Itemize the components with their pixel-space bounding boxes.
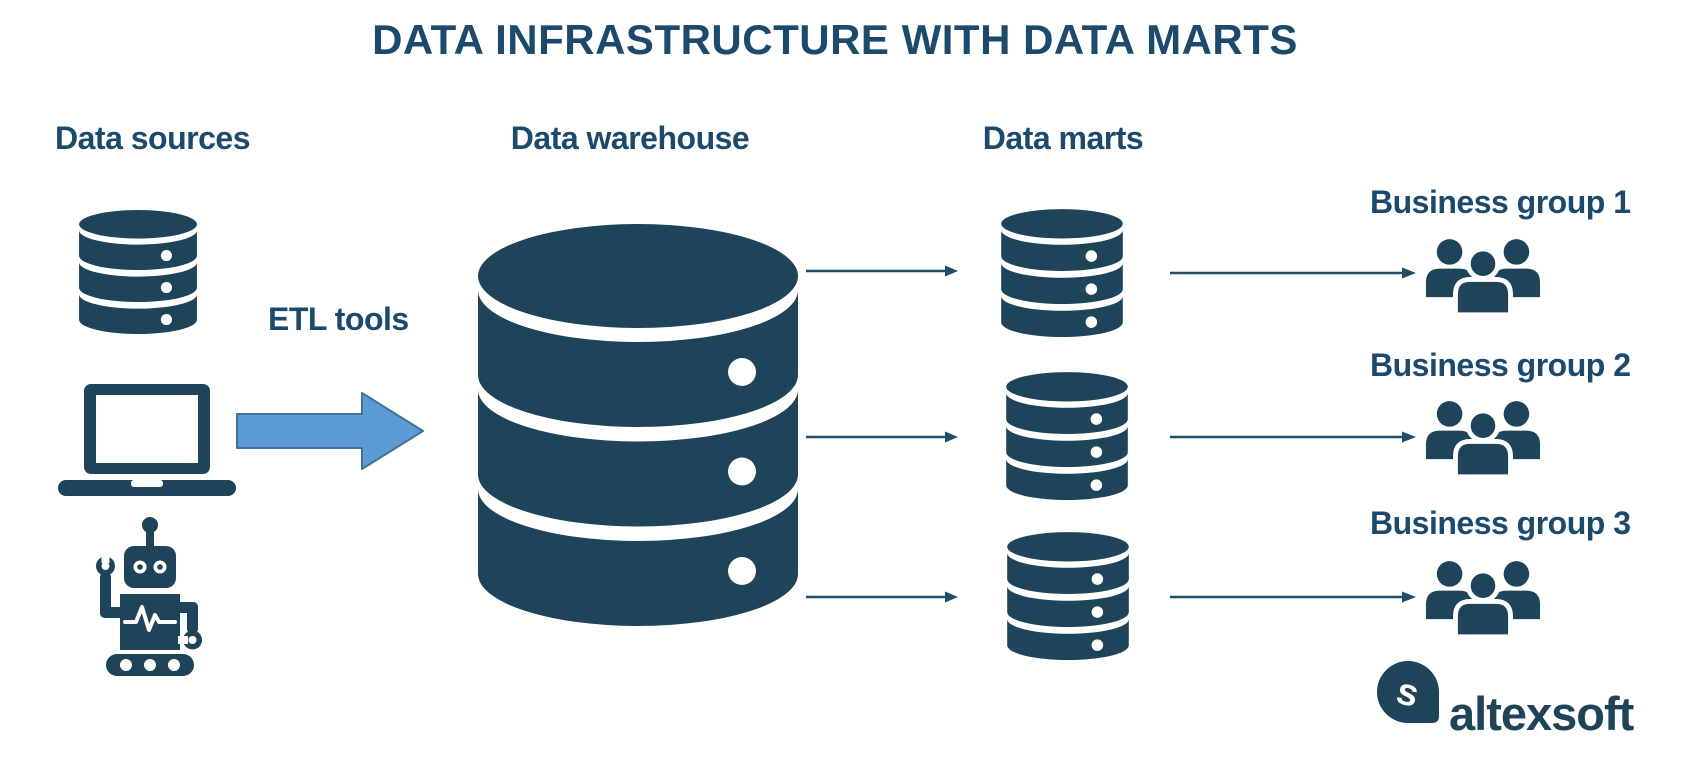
etl-block-arrow-icon — [236, 392, 424, 470]
page-title: DATA INFRASTRUCTURE WITH DATA MARTS — [372, 16, 1298, 63]
altexsoft-logo-mark-icon: s — [1377, 661, 1439, 723]
data-mart-icon-3 — [1007, 532, 1129, 660]
laptop-icon — [58, 384, 236, 496]
warehouse-to-mart-arrow-2 — [806, 431, 958, 443]
robot-icon — [96, 517, 202, 676]
database-icon — [79, 210, 197, 334]
users-shape — [1426, 561, 1540, 637]
warehouse-to-mart-arrow-3 — [806, 591, 958, 603]
users-icon-group-3 — [1424, 558, 1542, 637]
data-marts-label: Data marts — [982, 120, 1144, 156]
altexsoft-wordmark: altexsoft — [1449, 687, 1634, 740]
warehouse-database-icon — [478, 224, 798, 626]
database-shape — [79, 210, 197, 334]
users-shape — [1426, 401, 1540, 477]
database-shape — [1006, 372, 1128, 500]
database-shape — [1007, 532, 1129, 660]
data-mart-icon-1 — [1001, 209, 1123, 337]
business-group-3-label: Business group 3 — [1370, 505, 1631, 541]
etl-tools-label: ETL tools — [268, 301, 409, 337]
data-mart-icon-2 — [1006, 372, 1128, 500]
business-group-1-label: Business group 1 — [1370, 184, 1631, 220]
mart-to-group-arrow-2 — [1170, 431, 1416, 443]
data-sources-label: Data sources — [55, 120, 250, 156]
users-icon-group-1 — [1424, 236, 1542, 315]
users-shape — [1426, 239, 1540, 315]
data-warehouse-label: Data warehouse — [510, 120, 750, 156]
users-icon-group-2 — [1424, 398, 1542, 477]
warehouse-to-mart-arrow-1 — [806, 265, 958, 277]
mart-to-group-arrow-3 — [1170, 591, 1416, 603]
business-group-2-label: Business group 2 — [1370, 347, 1631, 383]
database-shape — [1001, 209, 1123, 337]
mart-to-group-arrow-1 — [1170, 267, 1416, 279]
